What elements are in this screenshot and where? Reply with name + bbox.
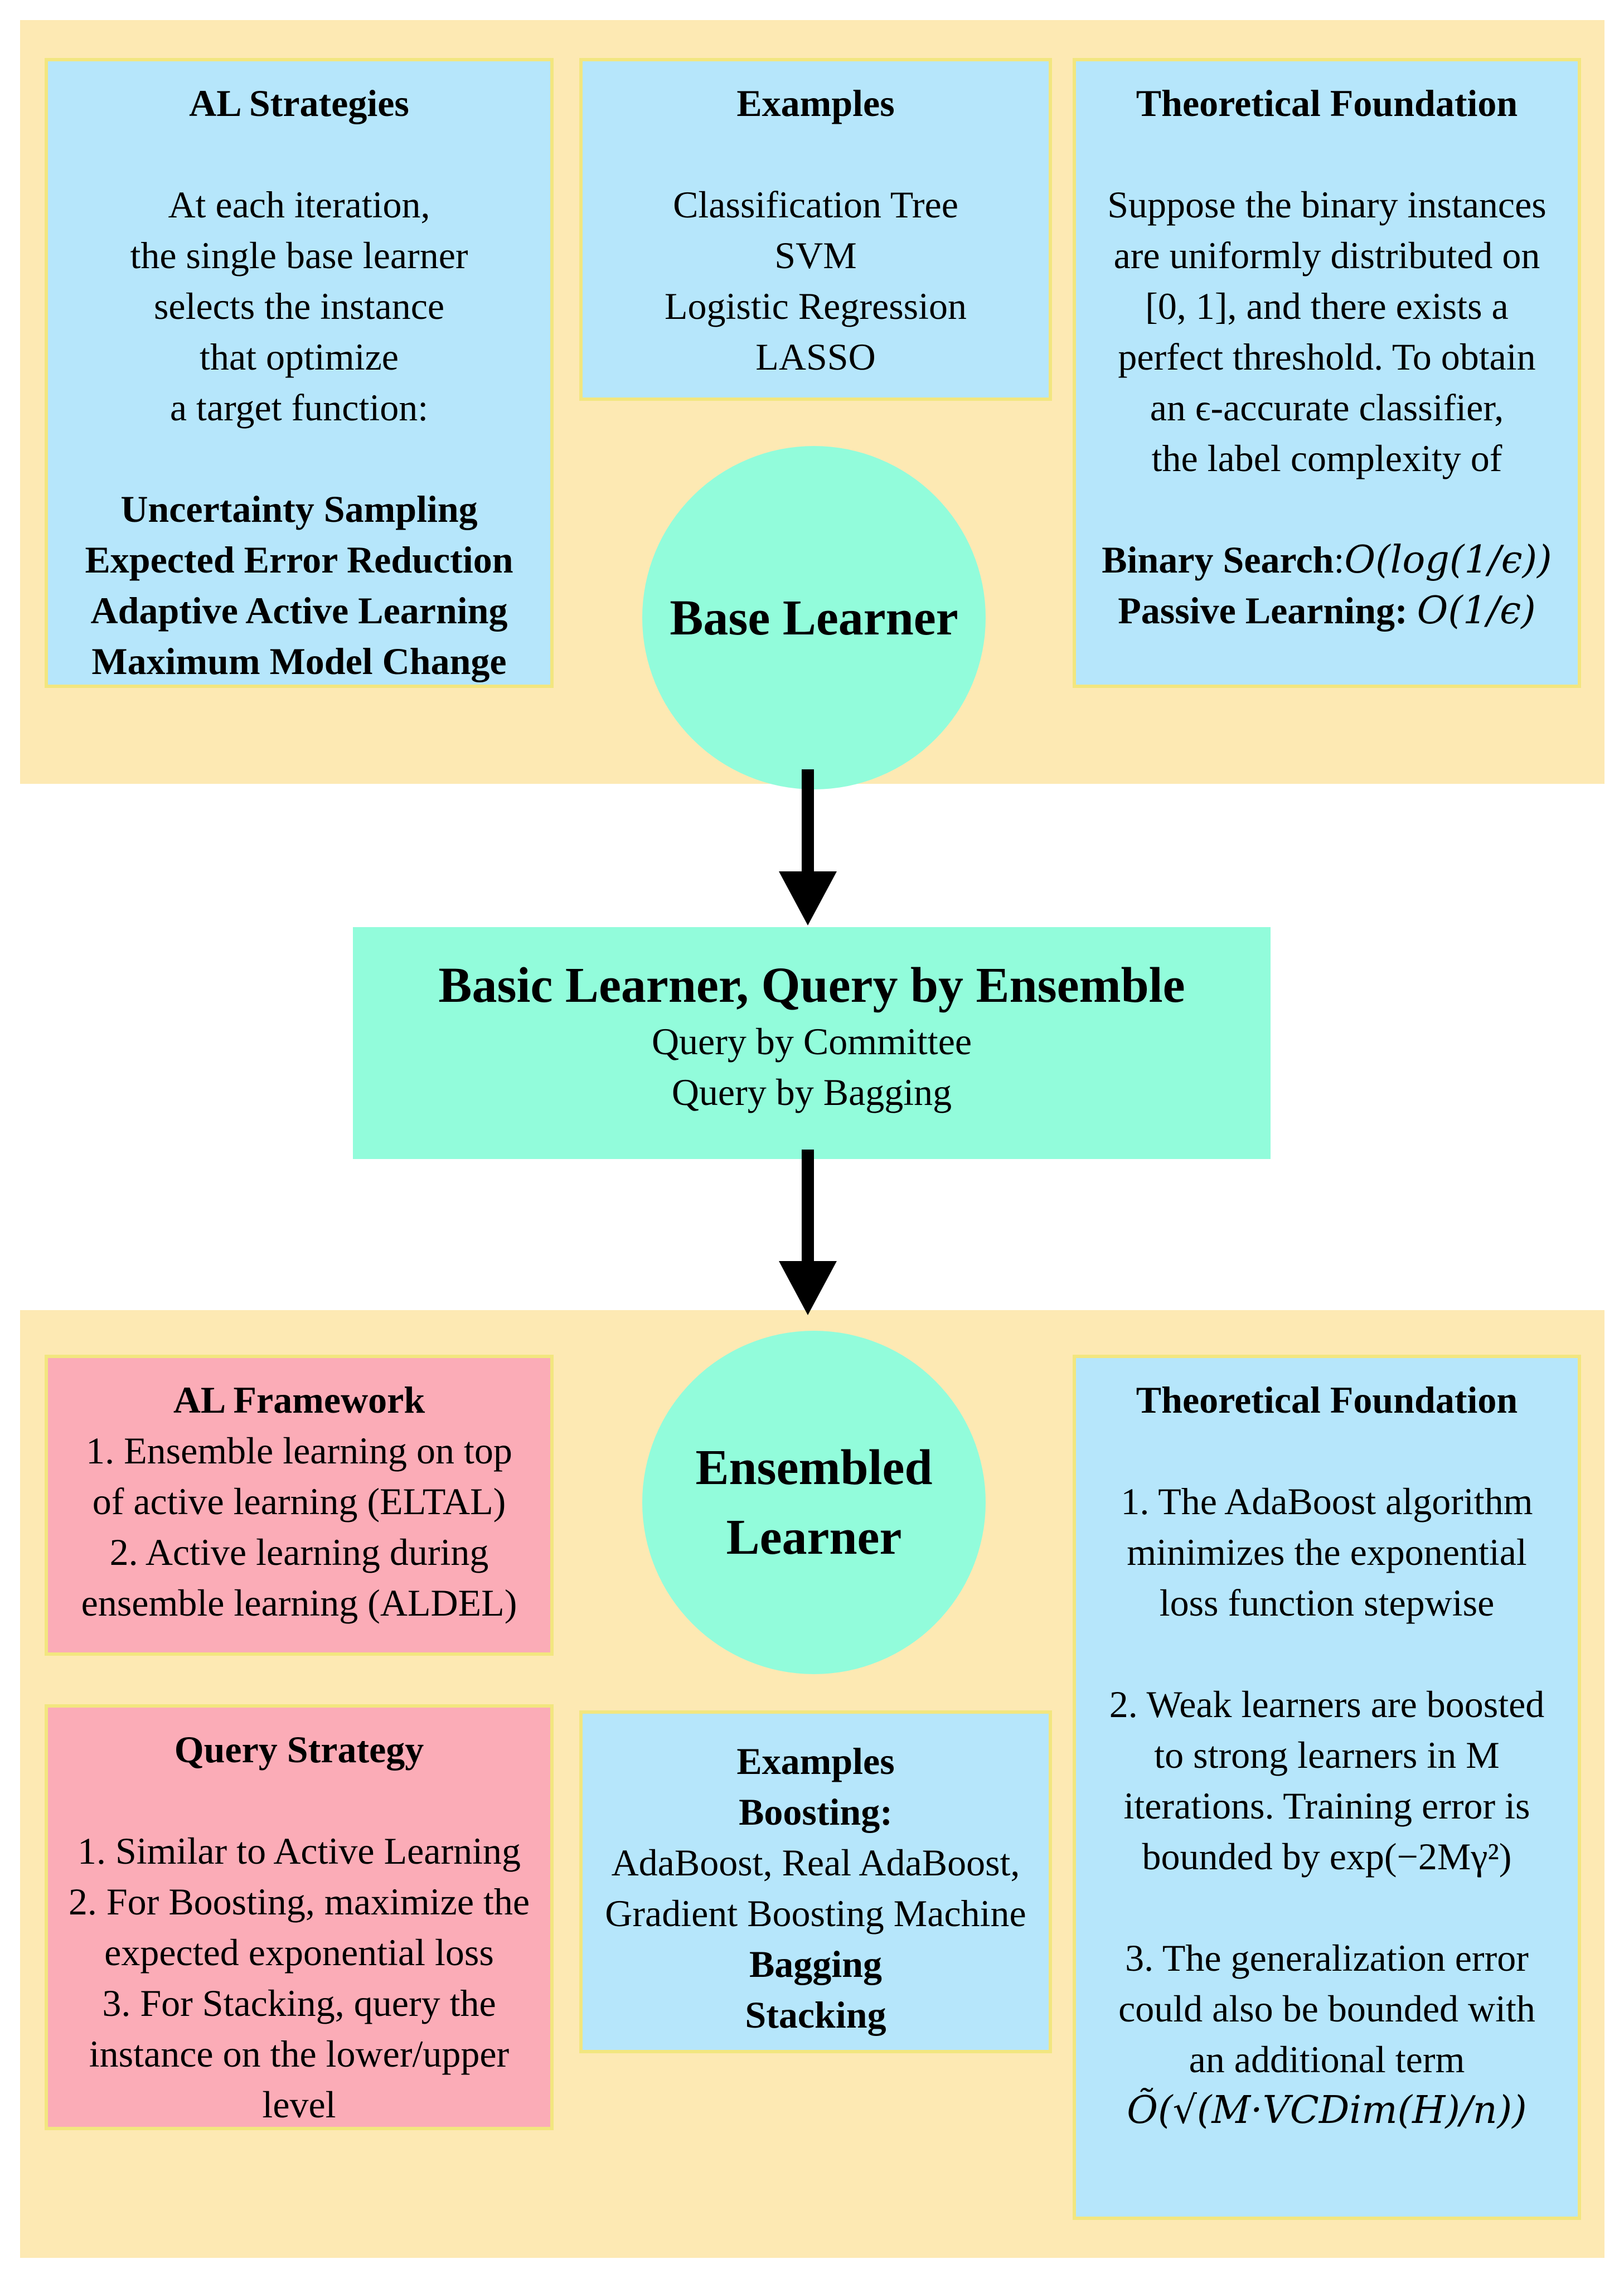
query-strategy-line: expected exponential loss (104, 1931, 494, 1974)
top-theory-line: perfect threshold. To obtain (1118, 336, 1536, 378)
query-by-ensemble-title: Basic Learner, Query by Ensemble (438, 958, 1185, 1013)
boosting-item: Gradient Boosting Machine (605, 1892, 1026, 1935)
al-strategy-item: Expected Error Reduction (85, 539, 513, 581)
binary-search-row: Binary Search:O(log(1/ϵ)) (1102, 538, 1552, 582)
top-theory-line: the label complexity of (1151, 437, 1502, 479)
query-strategy-line: level (262, 2083, 336, 2126)
theory-point-3-line: an additional term (1189, 2038, 1465, 2081)
top-example-item: Classification Tree (673, 183, 958, 226)
generalization-bound-formula: Õ(√(M·VCDim(H)/n)) (1127, 2088, 1527, 2132)
al-strategy-item: Uncertainty Sampling (120, 488, 478, 530)
query-by-ensemble-box: Basic Learner, Query by Ensemble Query b… (353, 927, 1271, 1159)
arrow-base-to-ensemble (779, 769, 837, 925)
bottom-examples-box: Examples Boosting: AdaBoost, Real AdaBoo… (579, 1710, 1052, 2053)
top-theory-title: Theoretical Foundation (1136, 82, 1518, 124)
query-method: Query by Committee (651, 1020, 972, 1063)
theory-point-3-line: 3. The generalization error (1125, 1937, 1529, 1979)
query-strategy-title: Query Strategy (174, 1728, 424, 1771)
theory-point-2-line: iterations. Training error is (1123, 1785, 1530, 1827)
stacking-label: Stacking (745, 1994, 886, 2036)
al-framework-line: 2. Active learning during (109, 1531, 489, 1573)
query-strategy-line: 2. For Boosting, maximize the (68, 1880, 530, 1923)
theory-point-1-line: minimizes the exponential (1127, 1531, 1527, 1573)
boosting-label: Boosting: (739, 1791, 893, 1833)
theory-point-1-line: 1. The AdaBoost algorithm (1121, 1480, 1533, 1523)
top-theory-line: Suppose the binary instances (1107, 183, 1547, 226)
top-example-item: Logistic Regression (664, 285, 967, 327)
top-theory-line: are uniformly distributed on (1113, 234, 1540, 277)
binary-search-complexity: O(log(1/ϵ)) (1344, 538, 1552, 582)
ensembled-learner-label-line2: Learner (726, 1510, 902, 1565)
top-example-item: SVM (774, 234, 857, 277)
arrow-ensemble-to-ensembled (779, 1150, 837, 1315)
query-strategy-line: instance on the lower/upper (89, 2033, 510, 2075)
bagging-label: Bagging (749, 1943, 883, 1985)
theory-point-2-line: to strong learners in M (1154, 1734, 1500, 1776)
al-framework-line: ensemble learning (ALDEL) (81, 1582, 517, 1624)
theory-point-2-line: 2. Weak learners are boosted (1109, 1683, 1545, 1725)
query-strategy-box: Query Strategy 1. Similar to Active Lear… (45, 1704, 554, 2130)
al-strategy-item: Adaptive Active Learning (90, 589, 508, 632)
passive-learning-label: Passive Learning: (1118, 589, 1408, 632)
query-strategy-line: 3. For Stacking, query the (102, 1982, 496, 2024)
base-learner-label: Base Learner (670, 590, 958, 646)
base-learner-circle: Base Learner (642, 446, 986, 789)
al-framework-line: 1. Ensemble learning on top (86, 1429, 512, 1472)
theory-point-2-line: bounded by exp(−2Mγ²) (1142, 1835, 1512, 1878)
top-examples-title: Examples (736, 82, 895, 124)
top-theory-box: Theoretical Foundation Suppose the binar… (1073, 58, 1581, 688)
top-examples-box: Examples Classification Tree SVM Logisti… (579, 58, 1052, 401)
al-strategy-item: Maximum Model Change (91, 640, 507, 682)
al-strategies-box: AL Strategies At each iteration, the sin… (45, 58, 554, 688)
boosting-item: AdaBoost, Real AdaBoost, (611, 1841, 1020, 1884)
passive-learning-complexity: O(1/ϵ) (1417, 589, 1536, 633)
al-strategies-intro-line: a target function: (169, 386, 429, 429)
al-strategies-intro-line: At each iteration, (168, 183, 430, 226)
al-strategies-intro-line: the single base learner (130, 234, 468, 277)
al-strategies-intro-line: selects the instance (153, 285, 445, 327)
passive-learning-row: Passive Learning: O(1/ϵ) (1076, 585, 1578, 636)
binary-search-label: Binary Search (1102, 539, 1334, 581)
theory-point-3-line: could also be bounded with (1118, 1987, 1535, 2030)
bottom-theory-title: Theoretical Foundation (1136, 1379, 1518, 1421)
theory-point-1-line: loss function stepwise (1159, 1582, 1495, 1624)
bottom-theory-box: Theoretical Foundation 1. The AdaBoost a… (1073, 1355, 1581, 2220)
top-example-item: LASSO (755, 336, 876, 378)
al-framework-box: AL Framework 1. Ensemble learning on top… (45, 1355, 554, 1656)
query-method: Query by Bagging (671, 1071, 952, 1113)
ensembled-learner-circle: Ensembled Learner (642, 1331, 986, 1674)
bottom-examples-title: Examples (736, 1740, 895, 1782)
top-theory-line: an ϵ-accurate classifier, (1150, 386, 1504, 429)
al-framework-title: AL Framework (173, 1379, 425, 1421)
al-strategies-intro-line: that optimize (200, 336, 399, 378)
query-strategy-line: 1. Similar to Active Learning (77, 1830, 521, 1872)
ensembled-learner-label-line1: Ensembled (695, 1440, 933, 1495)
al-framework-line: of active learning (ELTAL) (92, 1480, 506, 1523)
top-theory-line: [0, 1], and there exists a (1145, 285, 1509, 327)
al-strategies-title: AL Strategies (189, 82, 409, 124)
